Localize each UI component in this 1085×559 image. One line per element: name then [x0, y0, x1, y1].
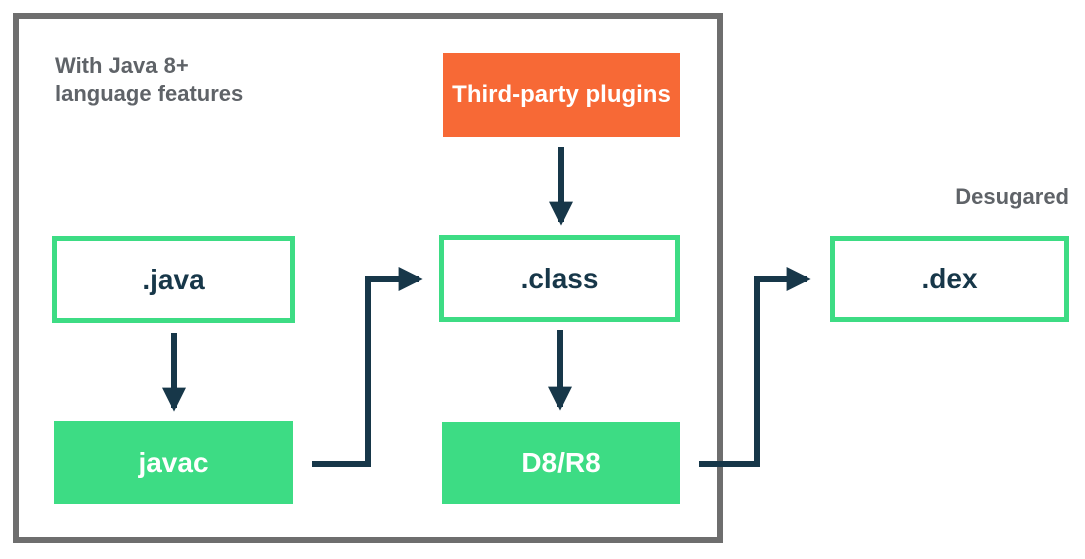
node-class-file: .class	[439, 235, 680, 322]
caption-desugared: Desugared	[955, 184, 1069, 209]
node-javac: javac	[54, 421, 293, 504]
node-d8r8: D8/R8	[442, 422, 680, 504]
caption-line-2: language features	[55, 81, 244, 106]
node-dex-file: .dex	[830, 236, 1069, 322]
node-third-party-plugins-label: Third-party plugins	[452, 81, 671, 108]
node-java-file: .java	[52, 236, 295, 323]
node-d8r8-label: D8/R8	[521, 447, 601, 478]
node-dex-file-label: .dex	[921, 263, 978, 294]
node-java-file-label: .java	[142, 263, 205, 295]
caption-line-1: With Java 8+	[55, 53, 189, 78]
node-class-file-label: .class	[520, 262, 599, 294]
node-third-party-plugins: Third-party plugins	[443, 53, 680, 137]
caption-with-java8: With Java 8+ language features	[55, 52, 243, 108]
node-javac-label: javac	[138, 446, 209, 478]
